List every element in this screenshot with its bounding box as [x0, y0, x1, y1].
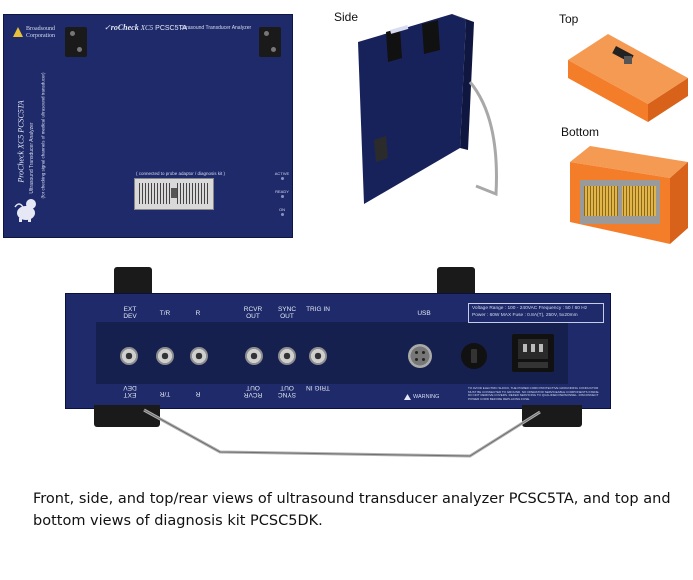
port-label-sync-out-inverted: SYNC OUT	[277, 384, 297, 398]
probe-connector[interactable]	[134, 178, 214, 210]
front-view-panel: Broadsound Corporation ✓roCheck XC5 PCSC…	[3, 14, 293, 238]
bottom-view-label: Bottom	[561, 125, 600, 139]
vertical-product: Ultrasound Transducer Analyzer	[29, 122, 35, 194]
brand-prefix: roCheck	[110, 23, 139, 32]
indicator-ready: READY	[272, 189, 292, 199]
power-switch[interactable]	[461, 343, 487, 369]
port-label-rcvr-out: RCVR OUT	[243, 306, 263, 320]
rear-foot-right	[522, 405, 582, 427]
figure-caption: Front, side, and top/rear views of ultra…	[33, 488, 693, 532]
port-label-tr: T/R	[159, 310, 171, 317]
company-logo	[13, 27, 23, 37]
indicator-active-label: ACTIVE	[274, 171, 290, 176]
indicator-ready-label: READY	[275, 189, 289, 194]
port-label-usb: USB	[417, 310, 431, 317]
rear-handle-right	[437, 267, 475, 295]
rear-handle-left	[114, 267, 152, 295]
warning-label: WARNING	[413, 394, 440, 400]
brand-suffix: XC5	[140, 24, 154, 32]
brand-title: ✓roCheck XC5 PCSC5TA	[104, 23, 187, 32]
rear-view-panel: EXT DEV T/R R RCVR OUT SYNC OUT TRIG IN …	[65, 293, 611, 409]
side-view-image	[358, 14, 498, 204]
handle-bracket-left	[65, 27, 87, 57]
bnc-sync-out[interactable]	[278, 347, 296, 365]
port-label-tr-inverted: T/R	[159, 390, 171, 397]
side-view-label: Side	[334, 10, 359, 24]
bnc-trig-in[interactable]	[309, 347, 327, 365]
bnc-ext-dev[interactable]	[120, 347, 138, 365]
top-view-image	[568, 34, 688, 122]
spec-line-2: Power : 60W MAX Fuse : 0.8A(T), 250V, 5x…	[472, 313, 578, 318]
bottom-view-image	[570, 146, 688, 244]
spec-line-1: Voltage Range : 100 - 240VAC Frequency :…	[472, 306, 588, 311]
port-label-r: R	[195, 310, 201, 317]
caption-line-1: Front, side, and top/rear views of ultra…	[33, 491, 671, 507]
stand-wire	[143, 408, 541, 458]
vertical-model: ProCheck XC5 PCSC5TA	[16, 100, 26, 183]
top-view-label: Top	[559, 12, 579, 26]
warning-text: TO AVOID ELECTRIC SHOCK, THE POWER CORD …	[468, 386, 600, 401]
caption-line-2: bottom views of diagnosis kit PCSC5DK.	[33, 513, 323, 529]
warning-icon	[404, 394, 411, 400]
bnc-tr[interactable]	[156, 347, 174, 365]
indicator-ready-led	[280, 195, 284, 198]
indicator-active-led	[280, 177, 284, 180]
product-name: Ultrasound Transducer Analyzer	[180, 25, 252, 31]
indicator-on-label: ON	[279, 207, 285, 212]
rear-recess	[96, 322, 568, 384]
port-label-ext-dev: EXT DEV	[123, 306, 137, 320]
company-name: Broadsound Corporation	[26, 26, 55, 39]
port-label-sync-out: SYNC OUT	[277, 306, 297, 320]
model-number: PCSC5TA	[155, 25, 187, 32]
port-label-ext-dev-inverted: EXT DEV	[123, 384, 137, 398]
rear-foot-left	[94, 405, 160, 427]
port-label-trig-in: TRIG IN	[306, 306, 330, 313]
brand-check-icon: ✓	[104, 23, 111, 32]
handle-bracket-right	[259, 27, 281, 57]
indicator-on-led	[280, 213, 284, 216]
vertical-note: (for checking signal channels of medical…	[40, 72, 46, 199]
port-label-trig-in-inverted: TRIG IN	[306, 384, 330, 391]
usb-connector[interactable]	[408, 344, 432, 368]
connector-caption: ( connected to probe adaptor / diagnosis…	[136, 171, 226, 176]
bnc-r[interactable]	[190, 347, 208, 365]
indicator-on: ON	[272, 207, 292, 217]
power-spec-box: Voltage Range : 100 - 240VAC Frequency :…	[468, 303, 604, 323]
bnc-rcvr-out[interactable]	[245, 347, 263, 365]
port-label-rcvr-out-inverted: RCVR OUT	[243, 384, 263, 398]
indicator-active: ACTIVE	[272, 171, 292, 181]
power-inlet[interactable]	[512, 334, 554, 372]
port-label-r-inverted: R	[195, 390, 201, 397]
mascot-icon	[14, 199, 36, 222]
